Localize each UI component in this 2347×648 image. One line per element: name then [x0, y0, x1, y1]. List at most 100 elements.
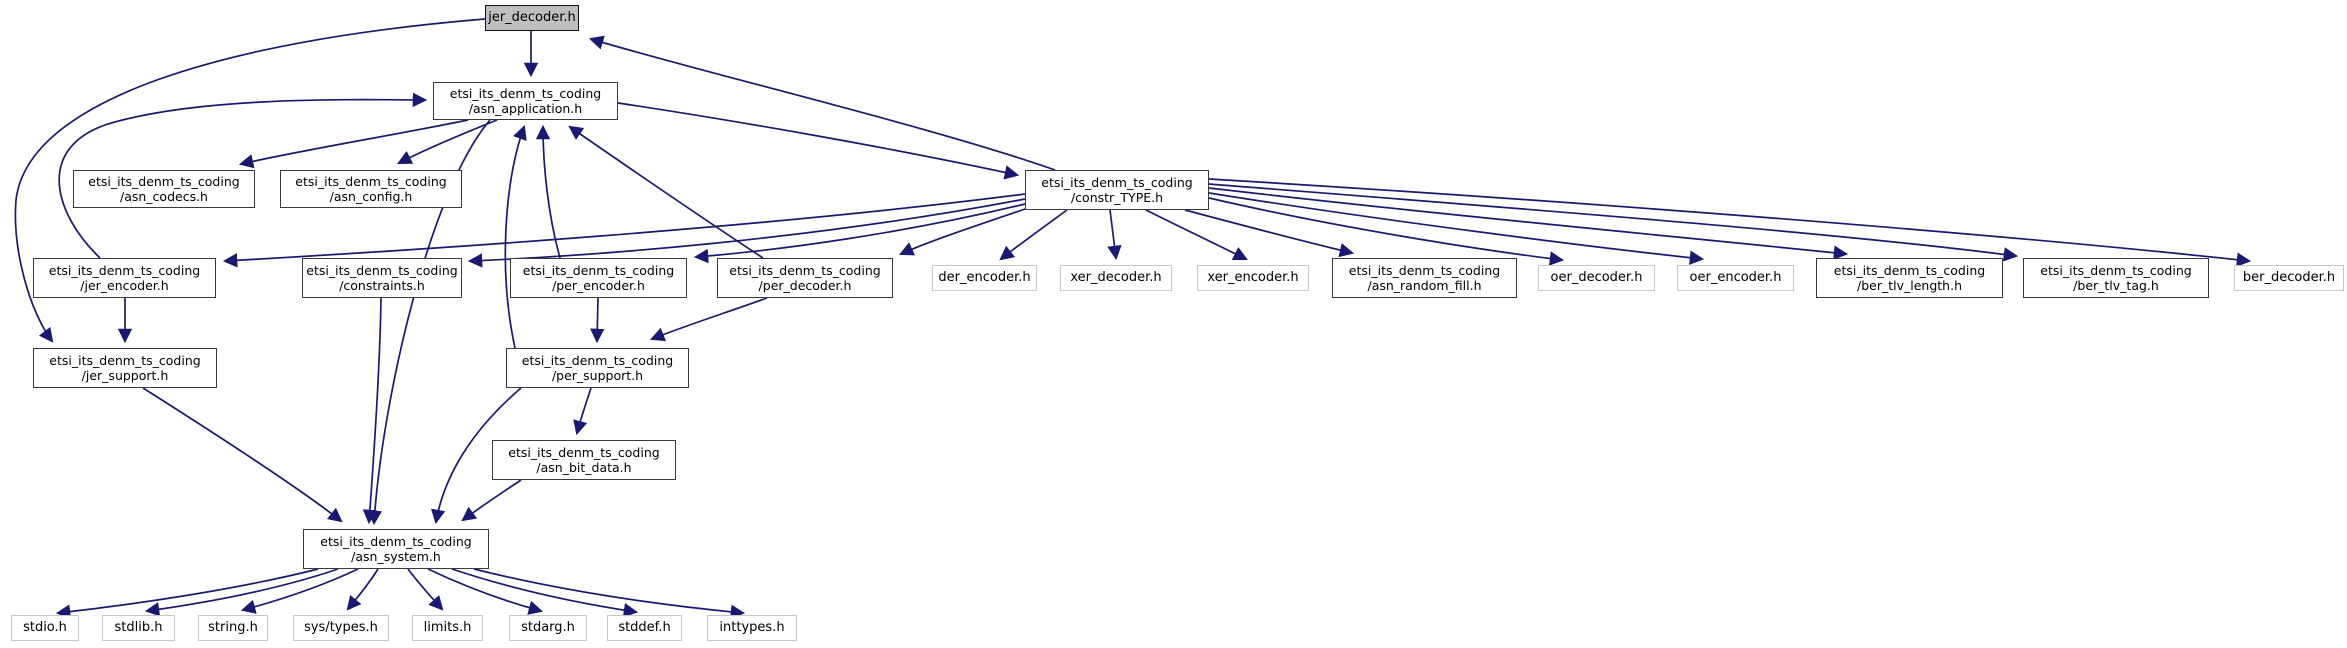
edge-per-decoder-to-per-support [649, 297, 768, 342]
node-label: /asn_system.h [351, 549, 441, 564]
node-inttypes: inttypes.h [707, 615, 797, 641]
node-label: etsi_its_denm_ts_coding [521, 352, 674, 368]
node-label: etsi_its_denm_ts_coding [1348, 262, 1501, 278]
edge-constr-TYPE-to-per-decoder [899, 208, 1026, 256]
node-label: /jer_support.h [81, 368, 169, 383]
node-label: etsi_its_denm_ts_coding [508, 444, 660, 460]
node-per-support[interactable]: etsi_its_denm_ts_coding/per_support.h [506, 348, 689, 388]
node-label: /per_decoder.h [758, 278, 852, 293]
edge-asn-system-to-stdarg [427, 568, 544, 615]
node-label: xer_decoder.h [1070, 270, 1162, 286]
edge-asn-system-to-limits [407, 568, 444, 611]
edge-asn-system-to-stdio [55, 568, 319, 619]
edge-per-encoder-to-per-support [590, 297, 605, 344]
node-ber-decoder: ber_decoder.h [2234, 265, 2344, 291]
node-stdlib: stdlib.h [102, 615, 175, 641]
node-label: etsi_its_denm_ts_coding [306, 262, 458, 278]
node-label: etsi_its_denm_ts_coding [48, 262, 201, 278]
node-asn-application[interactable]: etsi_its_denm_ts_coding/asn_application.… [433, 82, 618, 120]
node-asn-bit-data[interactable]: etsi_its_denm_ts_coding/asn_bit_data.h [492, 440, 676, 480]
edge-jer-decoder-to-jer-support [14, 18, 486, 343]
node-label: stdarg.h [521, 620, 575, 636]
node-stddef: stddef.h [607, 615, 682, 641]
node-asn-random-fill[interactable]: etsi_its_denm_ts_coding/asn_random_fill.… [1332, 258, 1517, 298]
node-label: sys/types.h [304, 620, 378, 636]
node-label: der_encoder.h [938, 270, 1031, 286]
node-label: /ber_tlv_length.h [1857, 278, 1962, 293]
edge-per-support-to-asn-application [504, 124, 527, 349]
node-label: jer_decoder.h [488, 10, 576, 26]
node-label: etsi_its_denm_ts_coding [295, 173, 447, 189]
node-label: etsi_its_denm_ts_coding [1833, 262, 1986, 278]
node-label: etsi_its_denm_ts_coding [320, 533, 472, 549]
node-label: etsi_its_denm_ts_coding [729, 262, 881, 278]
node-constr-TYPE[interactable]: etsi_its_denm_ts_coding/constr_TYPE.h [1025, 170, 1209, 210]
node-ber-tlv-length[interactable]: etsi_its_denm_ts_coding/ber_tlv_length.h [1816, 258, 2003, 298]
node-asn-codecs[interactable]: etsi_its_denm_ts_coding/asn_codecs.h [73, 170, 255, 208]
node-label: /asn_application.h [468, 101, 583, 116]
node-label: /jer_encoder.h [80, 278, 169, 293]
node-label: /constr_TYPE.h [1070, 190, 1164, 205]
node-label: etsi_its_denm_ts_coding [2040, 262, 2192, 278]
node-xer-decoder: xer_decoder.h [1060, 265, 1172, 291]
edge-constr-TYPE-to-der-encoder [999, 209, 1068, 261]
node-label: stdio.h [23, 620, 67, 636]
edge-per-support-to-asn-bit-data [573, 387, 592, 436]
node-asn-config[interactable]: etsi_its_denm_ts_coding/asn_config.h [280, 170, 462, 208]
node-label: stddef.h [618, 620, 671, 636]
edge-asn-bit-data-to-asn-system [461, 479, 522, 522]
node-label: stdlib.h [114, 620, 163, 636]
node-stdio: stdio.h [11, 615, 79, 641]
node-string: string.h [198, 615, 268, 641]
node-label: string.h [208, 620, 258, 636]
edge-constraints-to-asn-system [362, 297, 382, 525]
node-stdarg: stdarg.h [509, 615, 587, 641]
edge-constr-TYPE-to-jer-encoder [222, 193, 1026, 268]
node-label: /constraints.h [339, 278, 425, 293]
edge-constr-TYPE-to-oer-decoder [1208, 197, 1565, 266]
node-label: etsi_its_denm_ts_coding [522, 262, 675, 278]
node-jer-support[interactable]: etsi_its_denm_ts_coding/jer_support.h [33, 348, 217, 388]
edge-asn-system-to-stdlib [144, 568, 339, 617]
node-per-encoder[interactable]: etsi_its_denm_ts_coding/per_encoder.h [510, 258, 687, 298]
node-label: ber_decoder.h [2242, 270, 2336, 286]
node-oer-decoder: oer_decoder.h [1538, 265, 1655, 291]
edge-asn-application-to-constr-TYPE [617, 102, 1020, 180]
edge-per-support-to-asn-system [430, 387, 522, 525]
edge-constr-TYPE-to-xer-decoder [1107, 209, 1122, 261]
node-xer-encoder: xer_encoder.h [1197, 265, 1309, 291]
node-label: /asn_codecs.h [120, 189, 208, 204]
node-label: /asn_bit_data.h [536, 460, 632, 475]
edge-asn-system-to-sys-types [346, 568, 379, 611]
node-label: inttypes.h [719, 620, 785, 636]
node-label: etsi_its_denm_ts_coding [49, 352, 201, 368]
edge-constr-TYPE-to-ber-tlv-tag [1208, 183, 2019, 262]
edge-constr-TYPE-to-ber-tlv-length [1208, 187, 1849, 260]
edge-asn-system-to-inttypes [473, 568, 746, 620]
node-label: /per_encoder.h [552, 278, 645, 293]
node-label: /ber_tlv_tag.h [2073, 278, 2159, 293]
node-label: /asn_random_fill.h [1367, 278, 1482, 293]
edge-asn-system-to-stddef [451, 568, 639, 618]
edge-asn-application-to-asn-system [367, 119, 491, 526]
edge-constr-TYPE-to-xer-encoder [1145, 209, 1248, 260]
edge-asn-system-to-string [240, 568, 359, 614]
edge-constr-TYPE-to-ber-decoder [1208, 178, 2252, 267]
node-constraints[interactable]: etsi_its_denm_ts_coding/constraints.h [302, 258, 462, 298]
node-der-encoder: der_encoder.h [932, 265, 1037, 291]
edge-jer-support-to-asn-system [142, 387, 343, 523]
node-label: limits.h [423, 620, 472, 636]
node-oer-encoder: oer_encoder.h [1677, 265, 1794, 291]
edge-per-encoder-to-asn-application [535, 124, 561, 259]
node-label: /per_support.h [551, 368, 644, 383]
node-jer-encoder[interactable]: etsi_its_denm_ts_coding/jer_encoder.h [33, 258, 216, 298]
node-jer-decoder: jer_decoder.h [485, 5, 579, 31]
node-label: oer_encoder.h [1689, 270, 1782, 286]
node-ber-tlv-tag[interactable]: etsi_its_denm_ts_coding/ber_tlv_tag.h [2023, 258, 2209, 298]
edge-per-decoder-to-asn-application [568, 125, 764, 259]
node-per-decoder[interactable]: etsi_its_denm_ts_coding/per_decoder.h [717, 258, 893, 298]
node-label: /asn_config.h [329, 189, 413, 204]
node-label: xer_encoder.h [1207, 270, 1299, 286]
node-asn-system[interactable]: etsi_its_denm_ts_coding/asn_system.h [303, 529, 489, 569]
edge-constr-TYPE-to-per-encoder [693, 203, 1026, 264]
